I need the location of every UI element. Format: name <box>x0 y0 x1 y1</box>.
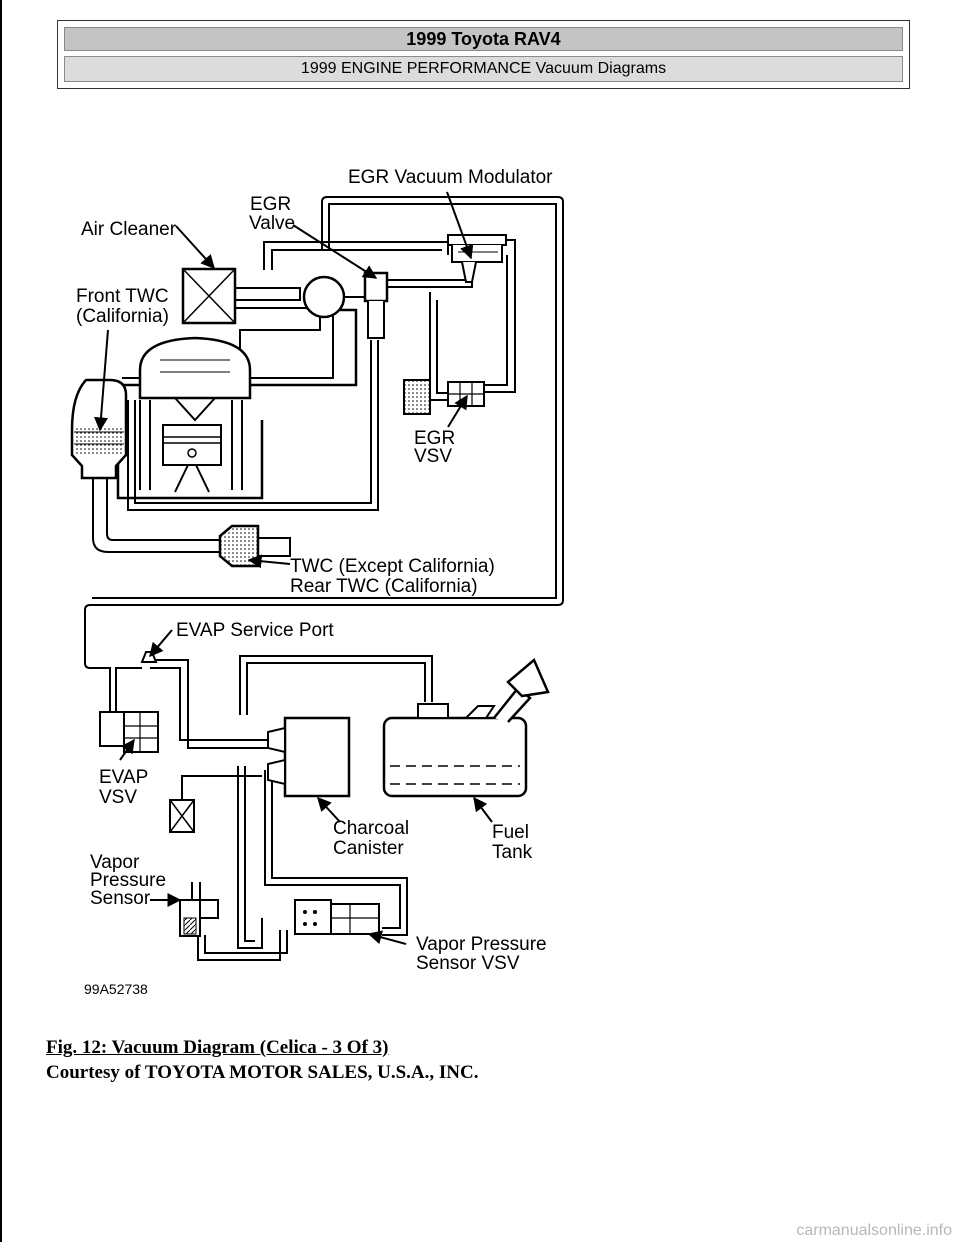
figure-caption: Fig. 12: Vacuum Diagram (Celica - 3 Of 3… <box>46 1035 479 1085</box>
label-egr-vsv-line1: EGR <box>414 428 455 449</box>
egr-vacuum-modulator <box>447 234 507 283</box>
label-charcoal-canister-line1: Charcoal <box>333 818 409 839</box>
watermark: carmanualsonline.info <box>796 1222 952 1239</box>
label-fuel-tank-line2: Tank <box>492 842 533 863</box>
label-front-twc-line1: Front TWC <box>76 286 169 307</box>
label-fuel-tank-line1: Fuel <box>492 822 529 843</box>
label-evap-service-port: EVAP Service Port <box>176 620 334 641</box>
label-twc-line2: Rear TWC (California) <box>290 576 478 597</box>
label-vapor-pressure-sensor-vsv-line2: Sensor VSV <box>416 953 520 974</box>
label-egr-vacuum-modulator: EGR Vacuum Modulator <box>348 167 553 188</box>
evap-section <box>99 651 550 937</box>
label-charcoal-canister-line2: Canister <box>333 838 404 859</box>
header-subtitle: 1999 ENGINE PERFORMANCE Vacuum Diagrams <box>300 60 667 77</box>
label-front-twc-line2: (California) <box>76 306 169 327</box>
label-egr-vsv-line2: VSV <box>414 446 452 467</box>
diagram-labels: EGR Vacuum Modulator EGR Valve Air Clean… <box>76 167 553 997</box>
label-vapor-pressure-sensor-vsv-line1: Vapor Pressure <box>416 934 547 955</box>
label-evap-vsv-line1: EVAP <box>99 767 148 788</box>
label-air-cleaner: Air Cleaner <box>81 219 177 240</box>
figure-title: Fig. 12: Vacuum Diagram (Celica - 3 Of 3… <box>46 1037 389 1058</box>
label-vapor-pressure-sensor-line1: Vapor <box>90 852 140 873</box>
header-title: 1999 Toyota RAV4 <box>406 28 561 49</box>
header-subtitle-bar: 1999 ENGINE PERFORMANCE Vacuum Diagrams <box>64 56 903 82</box>
label-evap-vsv-line2: VSV <box>99 787 137 808</box>
figure-credit: Courtesy of TOYOTA MOTOR SALES, U.S.A., … <box>46 1062 479 1083</box>
label-vapor-pressure-sensor-line2: Pressure <box>90 870 166 891</box>
vacuum-hoses <box>84 196 564 961</box>
label-twc-line1: TWC (Except California) <box>290 556 495 577</box>
egr-vsv <box>403 379 485 415</box>
leader-arrows <box>94 191 493 945</box>
label-vapor-pressure-sensor-line3: Sensor <box>90 888 151 909</box>
page-left-border <box>0 0 2 1242</box>
diagram-code: 99A52738 <box>84 981 148 997</box>
label-egr-valve-line1: EGR <box>250 194 291 215</box>
page-header: 1999 Toyota RAV4 1999 ENGINE PERFORMANCE… <box>57 20 910 89</box>
label-egr-valve-line2: Valve <box>249 213 295 234</box>
header-title-bar: 1999 Toyota RAV4 <box>64 27 903 51</box>
